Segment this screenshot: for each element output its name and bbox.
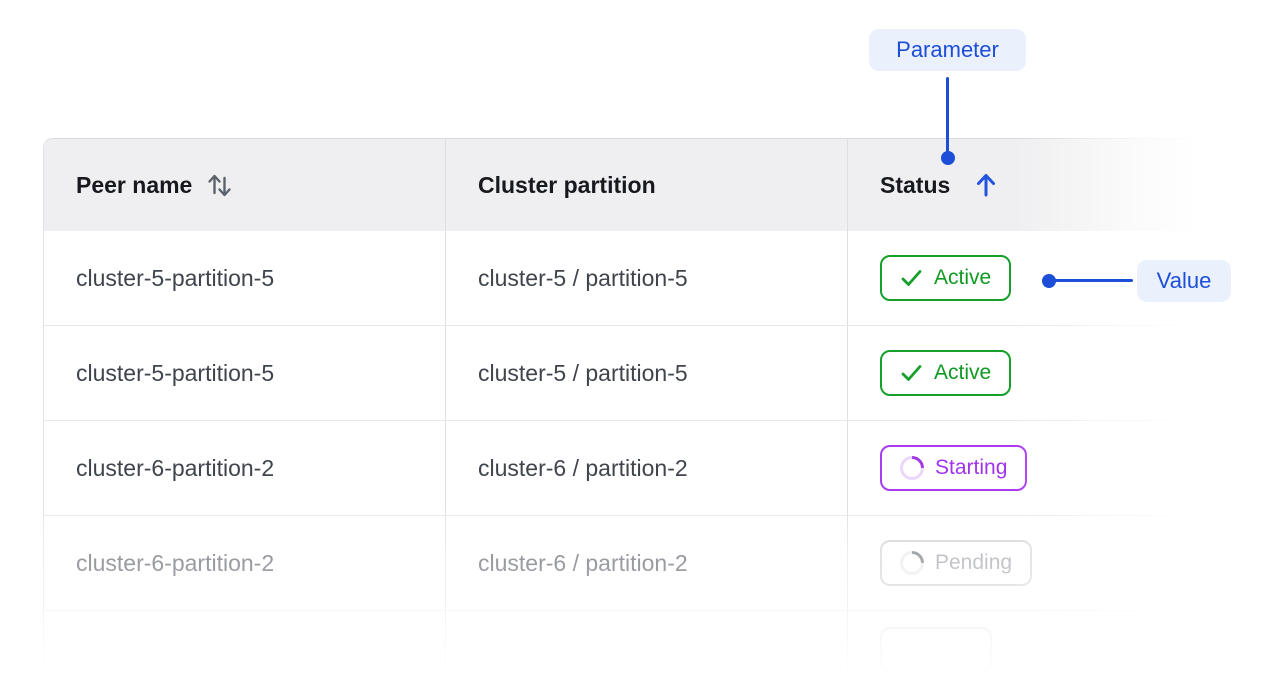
value-callout-badge: Value xyxy=(1137,260,1231,302)
column-header-status[interactable]: Status xyxy=(848,139,1212,231)
cell-peer-name: cluster-5-partition-5 xyxy=(44,326,446,420)
status-label: Active xyxy=(934,361,992,384)
cell-peer-name: cluster-6-partition-2 xyxy=(44,516,446,610)
cell-status: Active xyxy=(848,231,1212,325)
spinner-icon xyxy=(895,546,929,580)
status-badge xyxy=(880,627,992,673)
cell-peer-name: cluster-6-partition-2 xyxy=(44,421,446,515)
status-badge: Starting xyxy=(880,445,1028,491)
check-icon xyxy=(900,268,923,288)
status-badge: Pending xyxy=(880,540,1033,586)
cell-peer-name: cluster-5-partition-5 xyxy=(44,231,446,325)
cell-cluster-partition: cluster-5 / partition-5 xyxy=(446,231,848,325)
sort-ascending-arrow-icon[interactable] xyxy=(974,172,998,198)
table-header-row: Peer name Cluster partition Status xyxy=(44,139,1212,231)
peers-table: Peer name Cluster partition Status xyxy=(43,138,1212,688)
cell-status: Starting xyxy=(848,421,1212,515)
column-header-label: Cluster partition xyxy=(478,171,656,198)
check-icon xyxy=(900,363,923,383)
value-connector-dot xyxy=(1042,274,1056,288)
status-label: Pending xyxy=(935,551,1013,574)
column-header-label: Status xyxy=(880,171,951,198)
column-header-cluster-partition[interactable]: Cluster partition xyxy=(446,139,848,231)
cell-status: Pending xyxy=(848,516,1212,610)
status-badge: Active xyxy=(880,350,1012,396)
cell-cluster-partition: cluster-6 / partition-2 xyxy=(446,421,848,515)
parameter-callout-badge: Parameter xyxy=(869,29,1026,71)
spinner-icon xyxy=(895,451,929,485)
value-callout-label: Value xyxy=(1156,268,1212,293)
cell-peer-name xyxy=(44,611,446,688)
parameter-callout-label: Parameter xyxy=(896,37,999,62)
status-label: Starting xyxy=(935,456,1008,479)
cell-status: Active xyxy=(848,326,1212,420)
sort-both-icon[interactable] xyxy=(206,170,233,200)
parameter-connector-dot xyxy=(941,151,955,165)
status-badge: Active xyxy=(880,255,1012,301)
parameter-connector-line xyxy=(946,77,949,153)
cell-cluster-partition: cluster-6 / partition-2 xyxy=(446,516,848,610)
status-label: Active xyxy=(934,266,992,289)
value-connector-line xyxy=(1053,279,1133,282)
table-row[interactable]: cluster-6-partition-2 cluster-6 / partit… xyxy=(44,421,1212,516)
column-header-label: Peer name xyxy=(76,171,193,198)
column-header-peer-name[interactable]: Peer name xyxy=(44,139,446,231)
table-row[interactable]: cluster-5-partition-5 cluster-5 / partit… xyxy=(44,231,1212,326)
cell-cluster-partition: cluster-5 / partition-5 xyxy=(446,326,848,420)
table-row[interactable]: cluster-6-partition-2 cluster-6 / partit… xyxy=(44,516,1212,611)
table-row[interactable]: cluster-5-partition-5 cluster-5 / partit… xyxy=(44,326,1212,421)
cell-cluster-partition xyxy=(446,611,848,688)
cell-status xyxy=(848,611,1212,688)
table-row[interactable] xyxy=(44,611,1212,688)
